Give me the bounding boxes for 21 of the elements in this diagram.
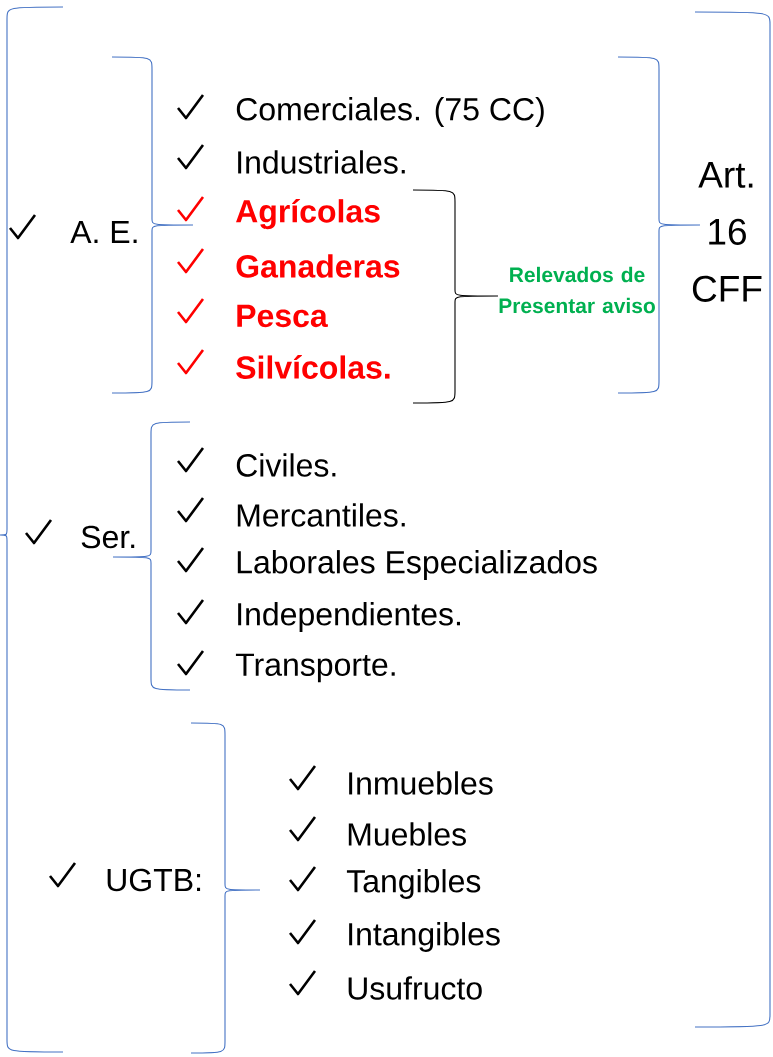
- list-item: Intangibles: [349, 922, 500, 952]
- list-item: Muebles: [348, 822, 466, 846]
- article-reference: Art. 16 CFF: [692, 162, 762, 302]
- list-item: Industriales.: [238, 150, 405, 174]
- list-item: Tangibles: [346, 869, 481, 899]
- list-item: Inmuebles: [349, 771, 493, 795]
- list-item: Pesca: [237, 304, 328, 328]
- list-item: Ser.: [81, 525, 135, 549]
- list-item: Laborales Especializados: [237, 550, 597, 580]
- list-item: Mercantiles.: [237, 503, 405, 527]
- list-item: Agrícolas: [236, 198, 380, 230]
- list-item: Civiles.: [236, 453, 336, 477]
- list-item: Ganaderas: [236, 254, 400, 278]
- list-item: A. E.: [70, 221, 137, 243]
- list-item: Usufructo: [348, 976, 482, 1000]
- list-item: Transporte.: [235, 653, 395, 683]
- list-item: Independientes.: [238, 602, 460, 632]
- list-item: Comerciales. (75 CC): [236, 97, 544, 127]
- list-item: UGTB:: [107, 868, 201, 892]
- note-text: Relevados de Presentar aviso: [499, 266, 655, 314]
- list-item: Silvícolas.: [236, 355, 390, 379]
